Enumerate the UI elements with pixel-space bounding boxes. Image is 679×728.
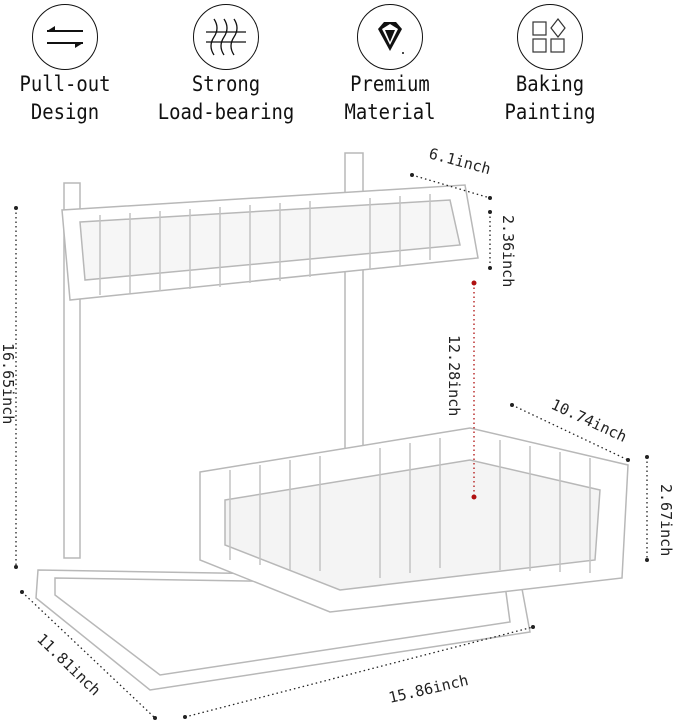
feature-label: Material [344,100,436,124]
feature-label: Painting [504,100,596,124]
dim-top-height: 2.36inch [499,215,517,287]
dimension-endpoints [14,173,649,720]
diamond-icon [357,4,423,70]
dim-shelf-gap: 12.28inch [445,335,463,416]
feature-label: Design [30,100,100,124]
dim-base-width: 15.86inch [387,671,470,707]
dim-total-height: 16.65inch [0,343,17,424]
dimension-lines [15,174,648,719]
dim-bottom-height: 2.67inch [657,484,675,556]
shapes-icon [517,4,583,70]
rack-drawing [35,152,629,691]
feature-label: Baking [515,72,585,96]
feature-label: Premium [350,72,430,96]
feature-premium: Premium Material [305,0,475,126]
feature-label: Pull-out [19,72,111,96]
dim-top-depth: 6.1inch [427,144,493,178]
feature-baking: Baking Painting [465,0,635,126]
dim-bottom-depth: 10.74inch [548,395,629,446]
load-bearing-icon [193,4,259,70]
feature-label: Load-bearing [157,100,295,124]
feature-pull-out: Pull-out Design [0,0,150,126]
feature-label: Strong [191,72,261,96]
pull-out-arrows-icon [32,4,98,70]
feature-load-bearing: Strong Load-bearing [141,0,311,126]
